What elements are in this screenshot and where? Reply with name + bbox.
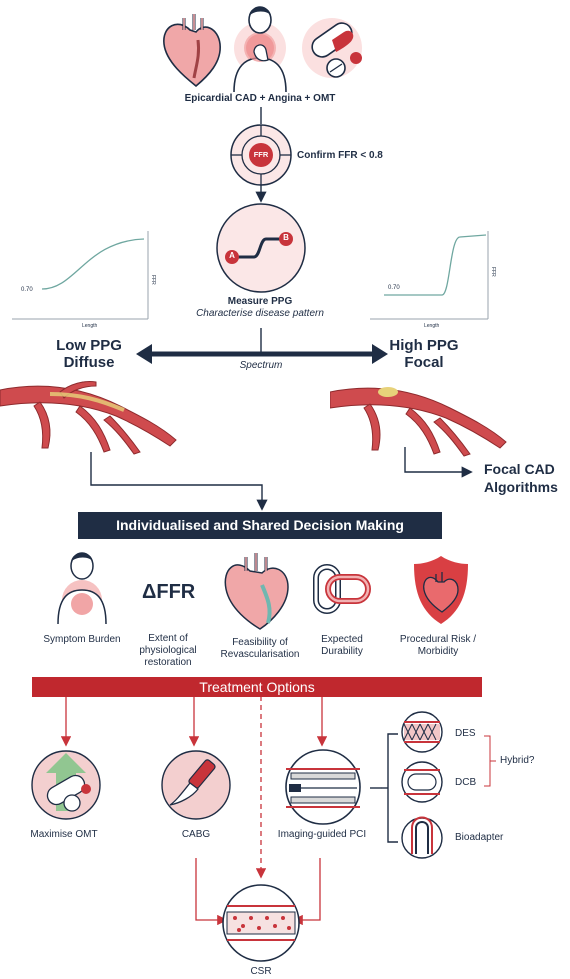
csr-label: CSR bbox=[250, 966, 272, 977]
extent-line3: restoration bbox=[144, 657, 192, 668]
csr-device-icon bbox=[222, 884, 300, 962]
spectrum-label: Spectrum bbox=[239, 360, 283, 371]
shield-heart-icon bbox=[414, 556, 468, 624]
connector-diffuse bbox=[90, 452, 268, 511]
cabg-label: CABG bbox=[181, 829, 211, 840]
ffr-badge-label: FFR bbox=[253, 150, 269, 159]
pci-label: Imaging-guided PCI bbox=[277, 829, 367, 840]
ppg-pattern-icon bbox=[216, 203, 306, 293]
bioadapter-label: Bioadapter bbox=[455, 832, 504, 843]
ppg-point-a: A bbox=[229, 251, 235, 260]
risk-line2: Morbidity bbox=[417, 646, 459, 657]
durability-line1: Expected bbox=[321, 634, 363, 645]
measure-ppg-title: Measure PPG bbox=[227, 296, 293, 307]
dcb-label: DCB bbox=[455, 777, 477, 788]
connector-focal bbox=[404, 447, 473, 478]
left-chart-ylabel: FFR bbox=[150, 275, 156, 285]
extent-line2: physiological bbox=[139, 645, 197, 656]
top-icons-group bbox=[163, 6, 362, 93]
person-chest-pain-icon bbox=[233, 6, 287, 93]
right-chart-xlabel: Length bbox=[424, 323, 440, 329]
extent-line1: Extent of bbox=[148, 633, 188, 644]
dcb-icon bbox=[401, 761, 443, 803]
bioadapter-icon bbox=[401, 816, 443, 859]
feasibility-line1: Feasibility of bbox=[232, 637, 288, 648]
diffuse-artery-icon bbox=[0, 381, 177, 455]
scalpel-icon bbox=[161, 750, 231, 820]
decision-banner: Individualised and Shared Decision Makin… bbox=[78, 512, 442, 539]
top-caption: Epicardial CAD + Angina + OMT bbox=[184, 93, 336, 104]
low-ppg-label: Low PPG bbox=[56, 337, 122, 354]
high-ppg-label: High PPG bbox=[389, 337, 459, 354]
omt-pills-icon bbox=[31, 750, 101, 820]
delta-ffr-label: ΔFFR bbox=[142, 581, 196, 603]
left-chart-tick: 0.70 bbox=[21, 287, 33, 293]
risk-line1: Procedural Risk / bbox=[399, 634, 477, 645]
heart-revascularisation-icon bbox=[224, 553, 289, 630]
durability-line2: Durability bbox=[321, 646, 363, 657]
confirm-ffr-text: Confirm FFR < 0.8 bbox=[297, 150, 383, 161]
imaging-pci-icon bbox=[285, 749, 361, 825]
device-icons bbox=[401, 711, 443, 859]
des-label: DES bbox=[455, 728, 476, 739]
maximise-omt-label: Maximise OMT bbox=[30, 829, 98, 840]
hybrid-label: Hybrid? bbox=[500, 755, 535, 766]
measure-ppg-subtitle: Characterise disease pattern bbox=[196, 308, 324, 319]
pills-icon bbox=[302, 18, 362, 78]
feasibility-line2: Revascularisation bbox=[220, 649, 300, 660]
focal-label: Focal bbox=[404, 354, 444, 371]
diffuse-label: Diffuse bbox=[63, 354, 115, 371]
left-chart-xlabel: Length bbox=[82, 323, 98, 329]
right-chart-tick: 0.70 bbox=[388, 285, 400, 291]
ffr-target-icon bbox=[230, 124, 292, 186]
ppg-point-b: B bbox=[283, 233, 289, 242]
focal-cad-line1: Focal CAD bbox=[484, 461, 555, 477]
chain-link-icon bbox=[313, 564, 371, 614]
treatment-options-banner: Treatment Options bbox=[32, 677, 482, 697]
focal-cad-line2: Algorithms bbox=[484, 479, 558, 495]
right-ffr-chart: 0.70 Length FFR bbox=[370, 231, 496, 329]
des-icon bbox=[401, 711, 443, 753]
focal-artery-icon bbox=[330, 387, 507, 457]
heart-icon bbox=[163, 14, 221, 88]
right-chart-ylabel: FFR bbox=[490, 267, 496, 277]
symptom-burden-icon bbox=[57, 552, 107, 624]
symptom-burden-label: Symptom Burden bbox=[43, 634, 121, 645]
left-ffr-chart: 0.70 Length FFR bbox=[12, 231, 156, 329]
